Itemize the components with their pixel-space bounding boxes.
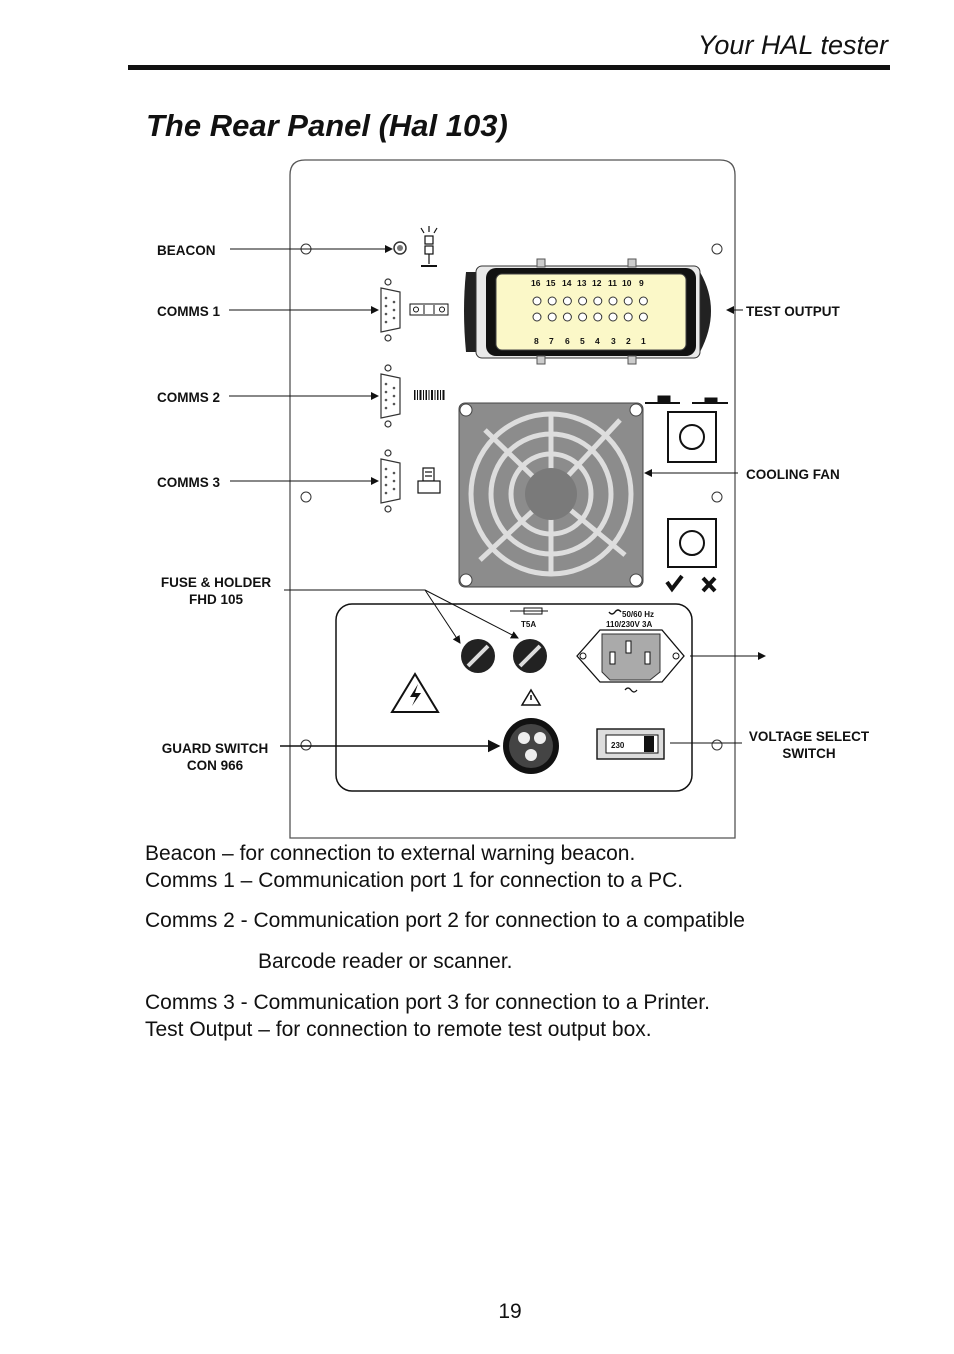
description-comms3: Comms 3 - Communication port 3 for conne… — [145, 991, 710, 1014]
fuse-holder-part: FHD 105 — [189, 592, 244, 607]
section-header: Your HAL tester — [697, 30, 888, 60]
barcode-icon — [414, 390, 445, 400]
mains-frequency: 50/60 Hz — [622, 610, 654, 619]
pc-icon — [409, 303, 449, 316]
connector-pin — [562, 296, 572, 306]
pin-label: 1 — [641, 336, 646, 346]
description-beacon: Beacon – for connection to external warn… — [145, 842, 636, 865]
pin-label: 11 — [608, 278, 617, 288]
guard-switch-label: GUARD SWITCH — [162, 741, 269, 756]
connector-pin — [532, 312, 542, 322]
page-number: 19 — [498, 1300, 522, 1323]
voltage-select-label: VOLTAGE SELECT — [749, 729, 870, 744]
beacon-lamp-icon — [420, 226, 438, 267]
high-voltage-warning-icon — [390, 672, 440, 713]
fuse-holder-label: FUSE & HOLDER — [161, 575, 272, 590]
header-rule — [128, 65, 890, 70]
pin-label: 10 — [622, 278, 632, 288]
voltage-select-label-2: SWITCH — [782, 746, 835, 761]
cooling-fan — [458, 402, 644, 588]
test-output-connector: 16 15 14 13 12 11 10 9 8 7 6 5 4 3 2 1 — [464, 258, 711, 365]
connector-pin — [593, 296, 603, 306]
pin-label: 7 — [549, 336, 554, 346]
screw-hole — [300, 739, 312, 751]
rear-panel-diagram: 16 15 14 13 12 11 10 9 8 7 6 5 4 3 2 1 — [157, 159, 870, 839]
connector-pin — [547, 296, 557, 306]
comms1-label: COMMS 1 — [157, 304, 220, 319]
pin-label: 8 — [534, 336, 539, 346]
screw-hole — [711, 491, 723, 503]
pin-label: 12 — [592, 278, 602, 288]
connector-pin — [623, 312, 633, 322]
description-comms2-cont: Barcode reader or scanner. — [258, 950, 513, 973]
comms1-connector — [380, 278, 401, 342]
connector-pin — [593, 312, 603, 322]
pin-label: 14 — [562, 278, 572, 288]
connector-pin — [562, 312, 572, 322]
connector-pin — [608, 312, 618, 322]
connector-pin — [532, 296, 542, 306]
check-icon — [665, 574, 684, 593]
pin-label: 4 — [595, 336, 600, 346]
connector-pin — [638, 296, 648, 306]
screw-hole — [300, 491, 312, 503]
mains-rating: 110/230V 3A — [606, 620, 652, 629]
guard-switch-part: CON 966 — [187, 758, 244, 773]
screw-hole — [711, 739, 723, 751]
pin-label: 9 — [639, 278, 644, 288]
caution-icon — [520, 688, 542, 706]
comms3-connector — [380, 449, 401, 513]
pin-label: 13 — [577, 278, 587, 288]
pin-label: 3 — [611, 336, 616, 346]
beacon-label: BEACON — [157, 243, 216, 258]
pin-label: 6 — [565, 336, 570, 346]
description-test-output: Test Output – for connection to remote t… — [145, 1018, 652, 1041]
description-comms2: Comms 2 - Communication port 2 for conne… — [145, 909, 745, 932]
connector-pin — [638, 312, 648, 322]
test-output-label: TEST OUTPUT — [746, 304, 841, 319]
status-buttons — [645, 395, 728, 593]
cross-icon — [701, 576, 717, 593]
mains-socket: 50/60 Hz 110/230V 3A — [576, 609, 685, 693]
connector-pin — [578, 312, 588, 322]
pin-label: 15 — [546, 278, 556, 288]
voltage-select-switch: 230 — [596, 728, 665, 760]
connector-pin — [578, 296, 588, 306]
guard-switch-socket — [503, 718, 559, 774]
fuse-rating: T5A — [521, 620, 536, 629]
description-comms1: Comms 1 – Communication port 1 for conne… — [145, 869, 684, 892]
fuse-holder: T5A — [461, 607, 548, 673]
voltage-value: 230 — [611, 741, 625, 750]
pin-label: 16 — [531, 278, 541, 288]
page-title: The Rear Panel (Hal 103) — [146, 108, 508, 143]
connector-pin — [623, 296, 633, 306]
pin-label: 2 — [626, 336, 631, 346]
connector-pin — [547, 312, 557, 322]
pin-label: 5 — [580, 336, 585, 346]
comms3-label: COMMS 3 — [157, 475, 220, 490]
screw-hole — [711, 243, 723, 255]
comms2-label: COMMS 2 — [157, 390, 220, 405]
comms2-connector — [380, 364, 401, 428]
cooling-fan-label: COOLING FAN — [746, 467, 840, 482]
connector-pin — [608, 296, 618, 306]
printer-icon — [417, 467, 441, 494]
